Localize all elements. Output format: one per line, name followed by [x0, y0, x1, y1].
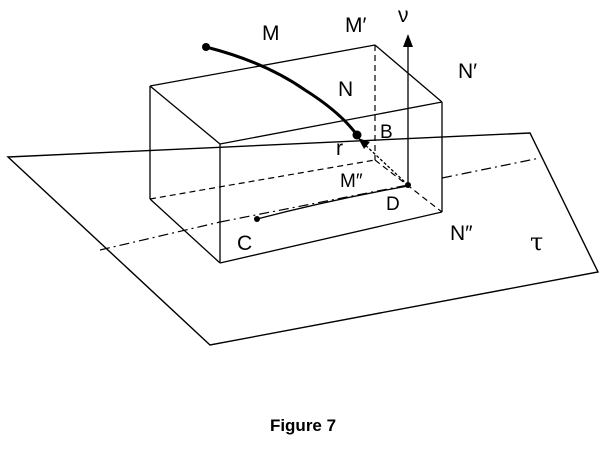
- tangent-line: [99, 157, 541, 251]
- box-edge: [149, 85, 221, 145]
- curve-M: [205, 45, 359, 136]
- point-D: [405, 182, 411, 188]
- label-N: N: [338, 78, 353, 101]
- label-nu: ν: [398, 4, 409, 27]
- figure-caption: Figure 7: [269, 416, 337, 435]
- hidden-edge-back-bottom: [149, 159, 376, 200]
- box: [149, 44, 443, 264]
- r-arrowhead: [358, 138, 370, 149]
- label-D: D: [386, 194, 400, 215]
- label-M-double-prime: M″: [340, 171, 363, 192]
- label-M: M: [262, 22, 280, 45]
- label-tau: τ: [530, 228, 543, 256]
- box-edge: [219, 101, 443, 145]
- point-start: [202, 43, 210, 51]
- label-r: r: [336, 137, 343, 160]
- nu-arrowhead: [403, 34, 413, 47]
- r-vector: [361, 141, 409, 186]
- plane-tau: [6, 132, 600, 346]
- tangent-line-mid: [219, 184, 409, 223]
- box-edge: [219, 211, 443, 264]
- label-B: B: [380, 122, 393, 143]
- label-N-prime: N′: [458, 60, 477, 83]
- projected-curve: [256, 185, 409, 220]
- point-r: [352, 130, 362, 140]
- label-C: C: [237, 232, 252, 255]
- label-N-double-prime: N″: [450, 222, 473, 245]
- tangent-line-right: [441, 157, 541, 179]
- point-C: [254, 216, 260, 222]
- tangent-line-left: [99, 221, 221, 251]
- label-M-prime: M′: [345, 14, 366, 37]
- box-edge: [149, 198, 221, 264]
